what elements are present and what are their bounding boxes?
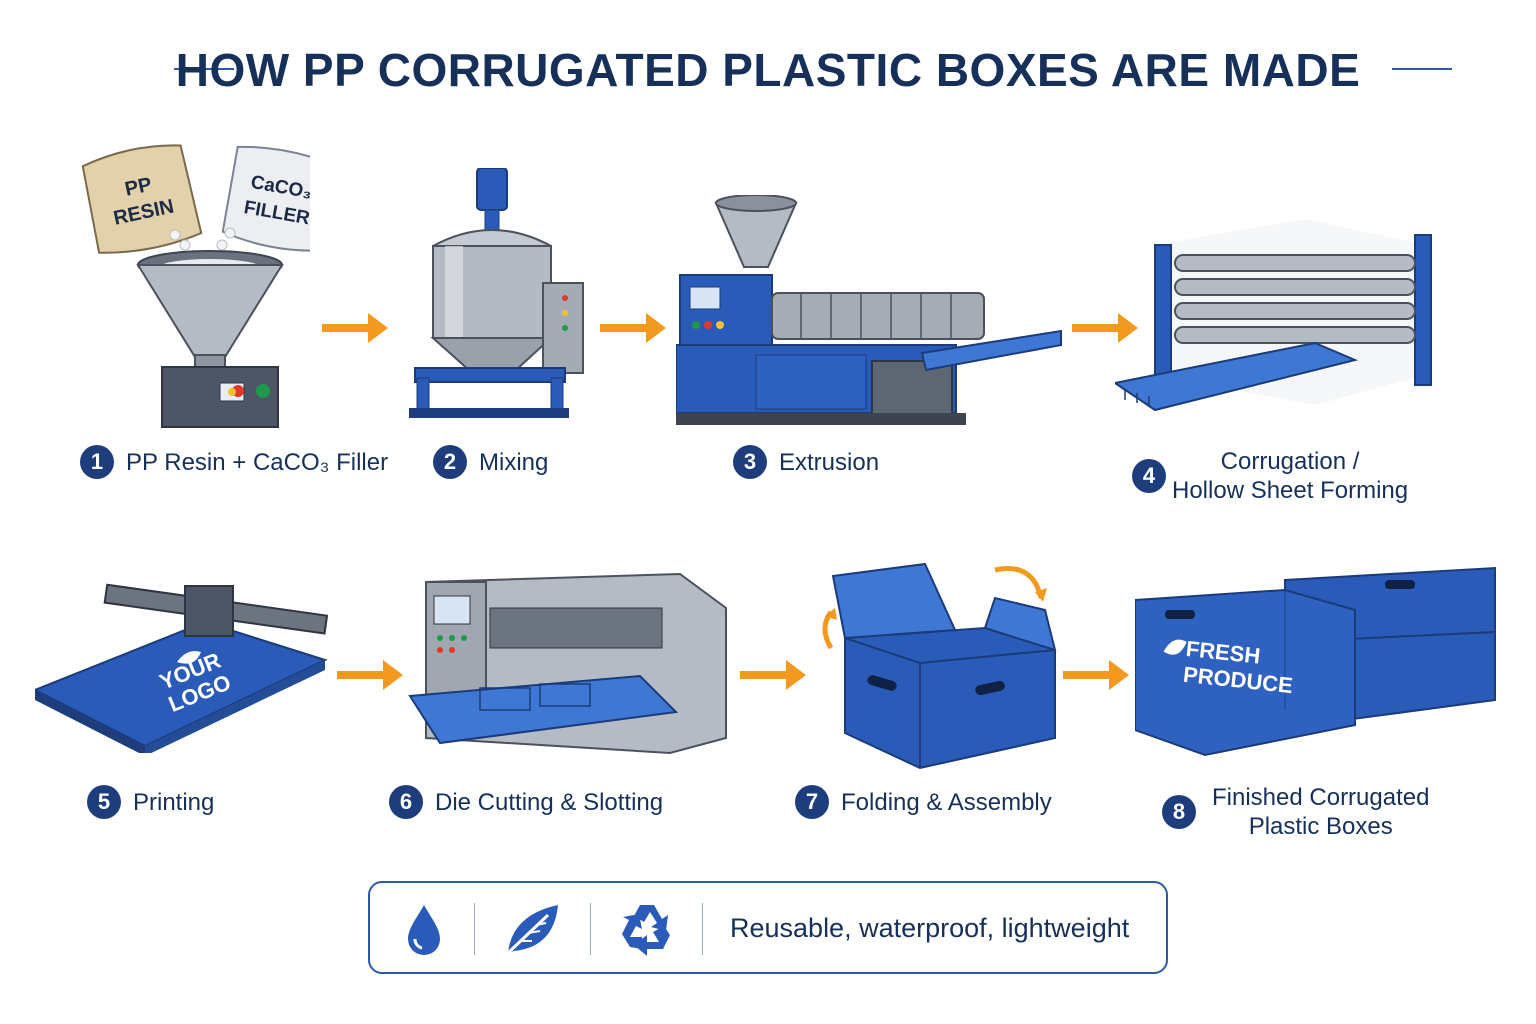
folding-box-illustration [822,562,1057,770]
title-rule-right [1392,68,1452,70]
arrow-step3-to-4 [1072,313,1138,343]
step-2-badge: 2 [433,445,467,479]
step-4-badge: 4 [1132,459,1166,493]
title-rule-left [174,68,234,70]
step-5-label: 5 Printing [87,785,214,819]
step-3-text: Extrusion [779,448,880,476]
arrow-step1-to-2 [322,313,388,343]
footer-text: Reusable, waterproof, lightweight [730,913,1130,943]
step-3-badge: 3 [733,445,767,479]
svg-text:PP: PP [123,174,154,201]
mixing-tank-illustration [409,168,584,418]
footer-separator [474,903,475,955]
step-7-text: Folding & Assembly [841,788,1052,816]
step-1-label: 1 PP Resin + CaCO₃ Filler [80,445,388,479]
step-8-badge: 8 [1162,795,1196,829]
arrow-step2-to-3 [600,313,666,343]
step-2-text: Mixing [479,448,549,476]
step-4-label: 4 Corrugation / Hollow Sheet Forming [1132,447,1408,505]
title-row: HOW PP CORRUGATED PLASTIC BOXES ARE MADE [0,40,1536,100]
water-drop-icon [408,905,440,955]
step-6-text: Die Cutting & Slotting [435,788,664,816]
die-cutting-illustration [408,572,727,755]
step-3-label: 3 Extrusion [733,445,879,479]
step-7-badge: 7 [795,785,829,819]
step-4-text: Corrugation / Hollow Sheet Forming [1172,448,1409,504]
step-8-text: Finished Corrugated Plastic Boxes [1212,784,1430,840]
step-6-badge: 6 [389,785,423,819]
step-1-text: PP Resin + CaCO₃ Filler [126,448,389,476]
recycle-icon [622,905,670,956]
step-5-text: Printing [133,788,215,816]
leaf-icon [506,905,558,955]
pp-resin-bag: PP RESIN [81,144,203,254]
step-5-badge: 5 [87,785,121,819]
footer-separator [702,903,703,955]
arrow-step7-to-8 [1063,660,1129,690]
finished-boxes-illustration: FRESH PRODUCE [1135,566,1496,757]
arrow-step6-to-7 [740,660,806,690]
step-2-label: 2 Mixing [433,445,548,479]
extruder-illustration [676,195,1062,425]
printing-illustration: YOUR LOGO [35,583,329,753]
step-6-label: 6 Die Cutting & Slotting [389,785,663,819]
corrugation-rollers-illustration [1115,219,1432,412]
footer-separator [590,903,591,955]
step-8-label: 8 Finished Corrugated Plastic Boxes [1162,783,1429,841]
page-title: HOW PP CORRUGATED PLASTIC BOXES ARE MADE [175,44,1361,96]
caco3-filler-bag: CaCO₃ FILLER [221,145,310,252]
resin-hopper-illustration: PP RESIN CaCO₃ FILLER [81,144,310,428]
step-7-label: 7 Folding & Assembly [795,785,1052,819]
features-footer: Reusable, waterproof, lightweight [368,881,1168,974]
step-1-badge: 1 [80,445,114,479]
arrow-step5-to-6 [337,660,403,690]
